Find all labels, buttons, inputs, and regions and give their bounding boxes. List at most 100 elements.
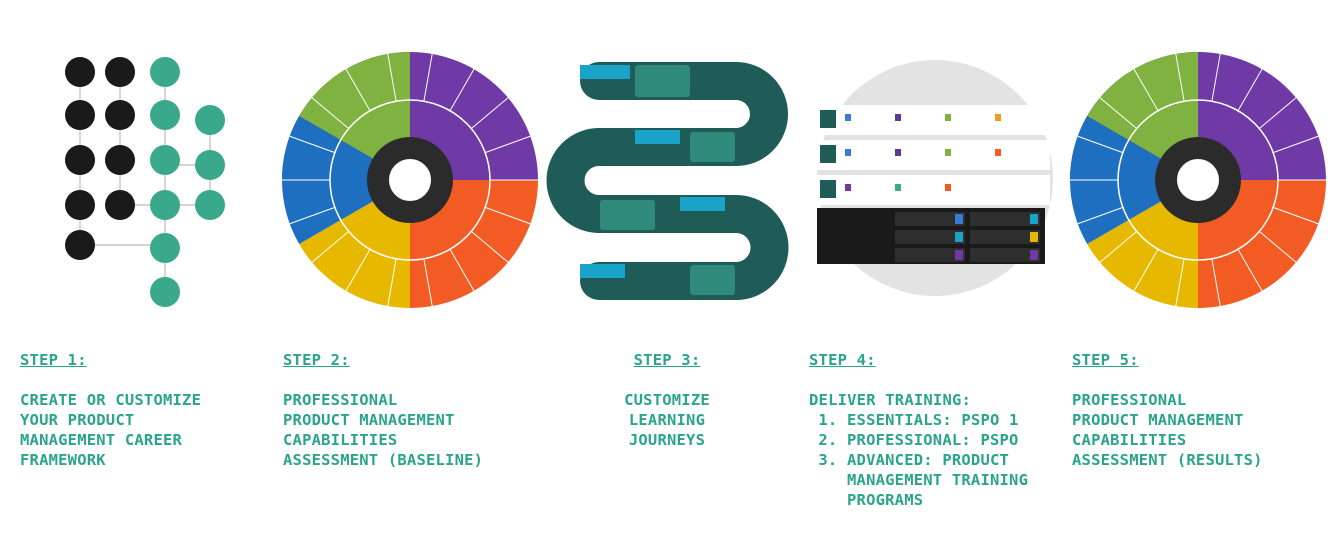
wheel-spoke [1258,231,1297,263]
wheel-spoke [1133,68,1159,111]
training-list: ESSENTIALS: PSPO 1 PROFESSIONAL: PSPO AD… [809,410,1047,510]
step-1-line-2: YOUR PRODUCT [20,411,135,429]
step-1-line-1: CREATE OR CUSTOMIZE [20,391,202,409]
node-teal-4 [150,190,180,220]
step-5-caption: STEP 5: PROFESSIONAL PRODUCT MANAGEMENT … [1072,350,1263,470]
step-5-line-2: PRODUCT MANAGEMENT [1072,411,1244,429]
wheel-spoke [311,97,350,129]
step-1-caption: STEP 1: CREATE OR CUSTOMIZE YOUR PRODUCT… [20,350,201,470]
wheel-spoke [449,68,475,111]
wheel-spoke [1211,258,1221,307]
node-black-6 [105,57,135,87]
wheel-spoke [1133,249,1159,292]
step-3-line-3: JOURNEYS [628,431,706,449]
node-teal-8 [195,150,225,180]
wheel-center [1184,166,1212,194]
step-2-line-3: CAPABILITIES [283,431,398,449]
wheel-spoke [449,249,475,292]
step-2-line-2: PRODUCT MANAGEMENT [283,411,455,429]
wheel-spoke [387,53,397,102]
training-item-advanced: ADVANCED: PRODUCT MANAGEMENT TRAINING PR… [847,450,1047,510]
node-teal-6 [150,277,180,307]
step-5-label: STEP 5: [1072,351,1139,369]
wheel-spoke [423,53,433,102]
wheel-spoke [387,258,397,307]
wheel-spoke [1273,206,1319,225]
wheel-sector-2 [410,52,538,180]
wheel-sector-6 [1087,52,1198,163]
wheel-spoke [470,97,509,129]
wheel-spoke [1099,97,1138,129]
node-black-2 [65,100,95,130]
wheel-sector-5 [1070,116,1168,244]
wheel-spoke [1237,249,1263,292]
step-5-line-4: ASSESSMENT (RESULTS) [1072,451,1263,469]
journey-badge-late [580,264,625,278]
step-3-label: STEP 3: [633,351,701,369]
node-black-9 [105,190,135,220]
node-black-7 [105,100,135,130]
wheel-spoke [485,206,531,225]
wheel-hub [1155,137,1241,223]
training-programs-diagram [805,50,1065,310]
wheel-spoke [289,206,335,225]
step-2-line-4: ASSESSMENT (BASELINE) [283,451,484,469]
wheel-hub [367,137,453,223]
node-black-5 [65,230,95,260]
step-4-caption: STEP 4: DELIVER TRAINING: ESSENTIALS: PS… [809,350,1047,510]
training-item-essentials: ESSENTIALS: PSPO 1 [847,410,1047,430]
node-teal-2 [150,100,180,130]
wheel-spoke [345,68,371,111]
wheel-svg-results [1070,52,1326,308]
wheel-spoke [1258,97,1297,129]
wheel-sector-3 [410,180,538,308]
node-black-3 [65,145,95,175]
wheel-sector-4 [299,197,410,308]
node-black-1 [65,57,95,87]
node-teal-1 [150,57,180,87]
wheel-spoke [423,258,433,307]
wheel-spoke [1077,135,1123,154]
wheel-sector-2 [1198,52,1326,180]
wheel-spoke [470,231,509,263]
step-4-line-1: DELIVER TRAINING: [809,391,972,409]
step-2-caption: STEP 2: PROFESSIONAL PRODUCT MANAGEMENT … [283,350,483,470]
step-3-line-2: LEARNING [628,411,706,429]
training-item-professional: PROFESSIONAL: PSPO [847,430,1047,450]
wheel-spoke [1175,258,1185,307]
journey-badge-mid [680,197,725,211]
wheel-spoke [1175,53,1185,102]
wheel-svg-baseline [282,52,538,308]
career-framework-svg [65,57,225,307]
training-programs-svg [805,60,1053,296]
node-teal-5 [150,233,180,263]
node-teal-3 [150,145,180,175]
node-teal-7 [195,105,225,135]
step-1-line-3: MANAGEMENT CAREER [20,431,183,449]
wheel-spoke [1237,68,1263,111]
wheel-spoke [311,231,350,263]
wheel-sector-4 [1087,197,1198,308]
wheel-spoke [1099,231,1138,263]
step-5-line-1: PROFESSIONAL [1072,391,1187,409]
wheel-spoke [289,135,335,154]
wheel-sector-6 [299,52,410,163]
node-black-8 [105,145,135,175]
step-2-label: STEP 2: [283,351,350,369]
wheel-spoke [485,135,531,154]
wheel-sector-5 [282,116,380,244]
career-framework-diagram [40,50,300,310]
step-4-label: STEP 4: [809,351,876,369]
wheel-sector-3 [1198,180,1326,308]
step-2-line-1: PROFESSIONAL [283,391,398,409]
wheel-center [396,166,424,194]
wheel-spoke [345,249,371,292]
step-1-label: STEP 1: [20,351,87,369]
node-teal-9 [195,190,225,220]
wheel-spoke [1077,206,1123,225]
learning-journeys-svg [546,62,789,300]
step-1-line-4: FRAMEWORK [20,451,106,469]
wheel-spoke [1273,135,1319,154]
journey-badge-early [635,130,680,144]
step-3-caption: STEP 3: CUSTOMIZE LEARNING JOURNEYS [605,350,729,450]
